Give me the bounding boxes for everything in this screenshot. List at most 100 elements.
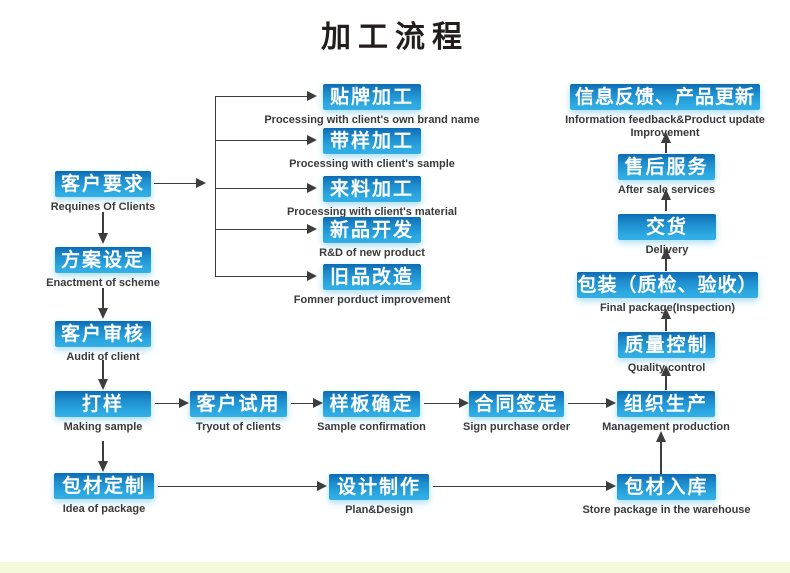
connector-line (155, 403, 179, 404)
arrowhead-right-icon (307, 135, 317, 145)
node-box: 贴牌加工 (323, 84, 421, 110)
node-box: 售后服务 (618, 154, 715, 180)
arrowhead-right-icon (307, 91, 317, 101)
node-caption: Store package in the warehouse (582, 504, 751, 516)
node-caption: R&D of new product (319, 247, 425, 259)
node-box: 包装（质检、验收） (577, 272, 758, 298)
node-caption: Requines Of Clients (50, 201, 156, 213)
node-caption: Processing with client's material (286, 206, 458, 218)
connector-line (215, 140, 307, 141)
node-caption: Processing with client's sample (289, 158, 455, 170)
node-box: 设计制作 (329, 474, 429, 500)
node-production: 组织生产 Management production (602, 391, 730, 434)
connector-line (102, 441, 104, 462)
node-new-product-rd: 新品开发 R&D of new product (319, 217, 425, 260)
node-label: 客户审核 (60, 323, 145, 345)
connector-line (102, 360, 104, 380)
node-sample-confirm: 样板确定 Sample confirmation (317, 391, 426, 434)
node-package-idea: 包材定制 Idea of package (54, 473, 154, 516)
node-caption: Sample confirmation (317, 421, 426, 433)
node-box: 样板确定 (323, 391, 420, 417)
node-label: 质量控制 (624, 334, 709, 356)
connector-line (215, 188, 307, 189)
footer-strip (0, 562, 790, 573)
arrowhead-down-icon (98, 379, 108, 390)
node-label: 打样 (81, 393, 124, 415)
node-caption: Making sample (63, 421, 143, 433)
node-label: 新品开发 (329, 219, 414, 241)
node-label: 带样加工 (329, 130, 414, 152)
arrowhead-up-icon (661, 132, 671, 143)
node-label: 交货 (645, 216, 688, 238)
arrowhead-right-icon (606, 398, 616, 408)
connector-line (665, 200, 667, 211)
node-caption: Processing with client's own brand name (264, 114, 480, 126)
node-label: 信息反馈、产品更新 (574, 86, 755, 108)
node-delivery: 交货 Delivery (618, 214, 716, 257)
node-caption: Sign purchase order (463, 421, 570, 433)
node-box: 合同签定 (469, 391, 564, 417)
node-box: 客户审核 (55, 321, 151, 347)
connector-line (424, 403, 459, 404)
node-label: 客户要求 (60, 173, 145, 195)
node-label: 合同签定 (474, 393, 559, 415)
node-box: 带样加工 (323, 128, 421, 154)
node-making-sample: 打样 Making sample (55, 391, 151, 434)
arrowhead-right-icon (606, 481, 616, 491)
node-box: 组织生产 (617, 391, 715, 417)
node-final-package: 包装（质检、验收） Final package(Inspection) (577, 272, 758, 315)
node-client-audit: 客户审核 Audit of client (55, 321, 151, 364)
node-label: 样板确定 (329, 393, 414, 415)
node-label: 方案设定 (60, 249, 145, 271)
node-label: 包装（质检、验收） (577, 274, 758, 296)
node-label: 旧品改造 (329, 266, 414, 288)
node-label: 贴牌加工 (329, 86, 414, 108)
node-after-sale: 售后服务 After sale services (618, 154, 715, 197)
arrowhead-right-icon (317, 481, 327, 491)
arrowhead-right-icon (307, 183, 317, 193)
arrowhead-right-icon (179, 398, 189, 408)
branch-bracket-line (215, 96, 216, 276)
connector-line (215, 96, 307, 97)
node-product-improve: 旧品改造 Fomner porduct improvement (294, 264, 450, 307)
node-oem-processing: 贴牌加工 Processing with client's own brand … (264, 84, 480, 127)
node-box: 新品开发 (323, 217, 421, 243)
page-title: 加工流程 (321, 20, 469, 55)
node-box: 包材定制 (54, 473, 154, 499)
node-box: 来料加工 (323, 176, 421, 202)
connector-line (154, 183, 196, 184)
node-box: 信息反馈、产品更新 (570, 84, 760, 110)
node-caption: Enactment of scheme (46, 277, 160, 289)
node-caption: Tryout of clients (196, 421, 281, 433)
arrowhead-up-icon (661, 308, 671, 319)
connector-line (158, 486, 317, 487)
node-label: 包材入库 (624, 476, 709, 498)
connector-line (102, 212, 104, 234)
node-box: 客户要求 (55, 171, 151, 197)
arrowhead-right-icon (196, 178, 206, 188)
node-label: 售后服务 (624, 156, 709, 178)
connector-line (665, 319, 667, 331)
node-package-warehouse: 包材入库 Store package in the warehouse (582, 474, 751, 517)
node-caption: Audit of client (66, 351, 140, 363)
node-label: 来料加工 (329, 178, 414, 200)
node-caption: Plan&Design (345, 504, 413, 516)
node-label: 设计制作 (336, 476, 421, 498)
node-label: 客户试用 (196, 393, 281, 415)
connector-line (215, 229, 307, 230)
arrowhead-right-icon (313, 398, 323, 408)
arrowhead-down-icon (98, 461, 108, 472)
connector-line (665, 259, 667, 271)
connector-line (215, 276, 307, 277)
node-label: 组织生产 (623, 393, 708, 415)
node-box: 包材入库 (617, 474, 716, 500)
node-quality-control: 质量控制 Quality control (618, 332, 715, 375)
node-box: 方案设定 (55, 247, 151, 273)
node-box: 旧品改造 (323, 264, 421, 290)
arrowhead-right-icon (307, 271, 317, 281)
node-caption-line1: Information feedback&Product update (565, 114, 765, 126)
arrowhead-up-icon (661, 189, 671, 200)
node-scheme-enactment: 方案设定 Enactment of scheme (46, 247, 160, 290)
arrowhead-down-icon (98, 308, 108, 319)
